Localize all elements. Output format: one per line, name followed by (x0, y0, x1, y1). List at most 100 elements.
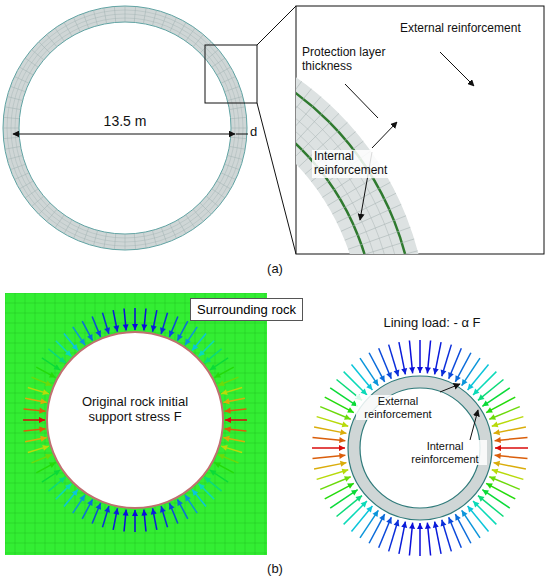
arrow-head (225, 408, 231, 414)
load-arrow (379, 348, 392, 378)
zoom-line (257, 6, 296, 45)
load-arrow (344, 372, 367, 395)
arrow-head (455, 375, 460, 382)
load-arrow (42, 470, 60, 482)
load-arrow (42, 358, 60, 370)
arrow-head (495, 437, 501, 443)
arrow-head (223, 436, 229, 442)
load-arrow (489, 407, 519, 420)
arrow-head (462, 510, 468, 517)
arrow-head (425, 367, 431, 373)
load-arrow (64, 490, 78, 507)
arrow-head (433, 522, 439, 528)
load-arrow (344, 501, 367, 524)
zoom-frame (205, 45, 257, 103)
load-arrow (192, 333, 206, 350)
arrow-head (87, 499, 92, 506)
callout-label: Internal reinforcement (403, 440, 487, 465)
arrow-head (379, 375, 384, 382)
arrow-head (379, 514, 384, 521)
arrow-head (72, 490, 78, 497)
load-arrow (468, 365, 489, 391)
arrow-head (199, 350, 205, 356)
arrow-head (455, 514, 460, 521)
rock-mesh (5, 293, 267, 555)
load-arrow (360, 358, 378, 385)
mesh-line (5, 523, 267, 524)
arrow-head (42, 445, 49, 451)
arrow-head (339, 453, 345, 459)
arrow-head (177, 499, 182, 506)
region-label-box: Surrounding rock (190, 298, 303, 321)
load-arrow (473, 372, 496, 395)
arrow-head (223, 398, 229, 404)
load-arrow (369, 514, 385, 543)
load-arrow (199, 341, 215, 357)
mesh-line (235, 293, 236, 555)
load-arrow (218, 377, 238, 385)
mesh-line (296, 105, 330, 153)
arrow-head (113, 508, 119, 514)
rock-ground (5, 293, 267, 555)
lining-detail (296, 35, 428, 254)
arrow-head (72, 344, 78, 351)
arrow-head (54, 470, 61, 476)
mesh-line (5, 533, 267, 534)
arrow-head (486, 407, 493, 412)
region-label: Surrounding rock (197, 302, 296, 317)
panel-label: (b) (267, 562, 283, 577)
arrow-head (373, 379, 379, 386)
arrow-head (123, 324, 129, 330)
arrow-head (347, 407, 354, 412)
load-arrow (48, 349, 65, 363)
callout-label: Protection layer thickness (300, 46, 404, 74)
load-arrow (455, 353, 471, 382)
arrow-head (185, 339, 191, 346)
callout-label: External reinforcement (356, 395, 440, 420)
load-arrow (351, 365, 372, 391)
arrow-head (478, 496, 485, 502)
arrow-head (123, 510, 129, 516)
load-arrow (36, 462, 55, 472)
panel-label: (a) (267, 262, 283, 277)
arrow-head (340, 461, 346, 467)
mesh-line (255, 293, 256, 555)
arrow-head (425, 523, 431, 529)
arrow-head (489, 414, 496, 420)
load-arrow (92, 503, 100, 523)
arrow-head (87, 334, 92, 341)
mesh-line (354, 251, 418, 254)
arrow-head (192, 490, 198, 497)
arrow-head (214, 462, 221, 467)
arrow-head (39, 426, 45, 432)
external-bar (348, 376, 492, 520)
arrow-head (177, 334, 182, 341)
tunnel-opening (47, 332, 223, 508)
mesh-line (225, 293, 226, 555)
arrow-head (495, 453, 501, 459)
arrow-head (417, 367, 423, 373)
load-arrow (199, 484, 215, 500)
load-arrow (32, 377, 52, 385)
arrow-head (169, 330, 175, 337)
zoom-line (257, 103, 296, 254)
arrow-head (462, 379, 468, 386)
arrow-head (344, 414, 351, 420)
arrow-head (205, 357, 212, 363)
arrow-head (355, 496, 362, 502)
load-label: Lining load: - α F (383, 316, 480, 331)
load-arrow (473, 501, 496, 524)
mesh-line (5, 293, 267, 294)
load-arrow (56, 484, 72, 500)
arrow-head (417, 523, 423, 529)
arrow-head (160, 506, 166, 513)
arrow-head (473, 389, 479, 395)
mesh-line (265, 293, 266, 555)
arrow-head (409, 523, 415, 529)
load-arrow (330, 490, 357, 508)
load-arrow (210, 358, 228, 370)
arrow-head (468, 506, 474, 513)
mesh-line (5, 543, 267, 544)
arrow-head (401, 522, 407, 528)
